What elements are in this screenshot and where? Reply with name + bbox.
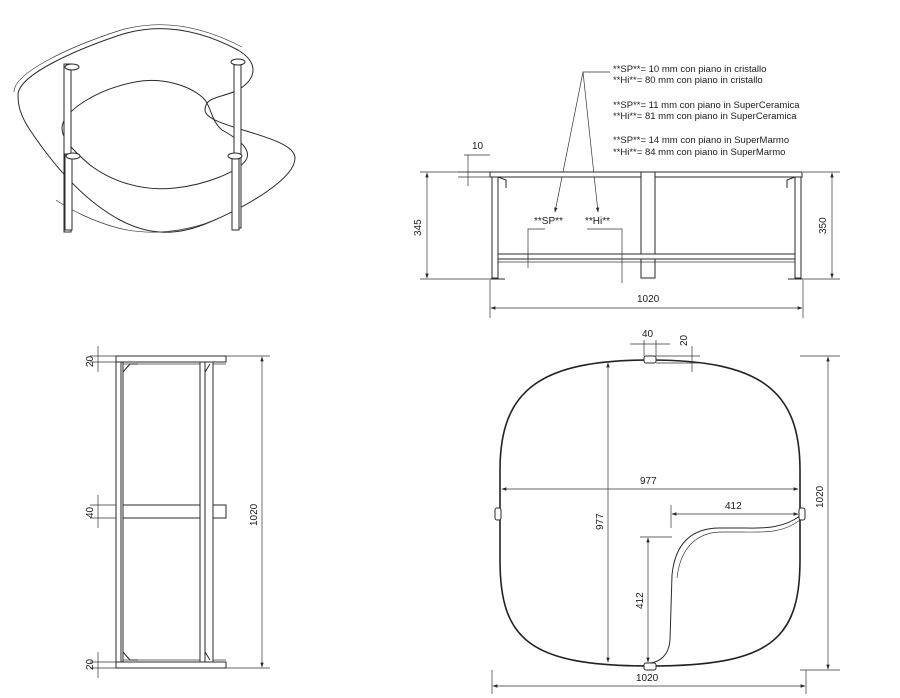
- side-length-dim: 1020: [249, 503, 260, 526]
- iso-top-glass: [17, 28, 296, 233]
- isometric-view: [13, 24, 296, 233]
- sp-label: **SP**: [534, 216, 563, 227]
- iso-legs: [63, 58, 246, 233]
- front-view: **SP** **Hi** 10 345 350 1020: [413, 141, 840, 318]
- front-width-dim: 1020: [637, 294, 660, 305]
- notes-block: **SP**= 10 mm con piano in cristallo **H…: [554, 64, 800, 213]
- height-right-dim: 350: [818, 217, 829, 234]
- note-hi-supermarmo: **Hi**= 84 mm con piano in SuperMarmo: [613, 147, 785, 158]
- note-sp-superceramica: **SP**= 11 mm con piano in SuperCeramica: [613, 100, 800, 111]
- top-thickness-dim: 10: [472, 141, 484, 152]
- note-hi-superceramica: **Hi**= 81 mm con piano in SuperCeramica: [613, 111, 797, 122]
- note-hi-cristallo: **Hi**= 80 mm con piano in cristallo: [613, 75, 763, 86]
- plan-view: 40 20 977 977 412 412 1020 1020: [491, 329, 840, 694]
- plan-shelf-curve: [649, 515, 801, 664]
- plan-outer-height-dim: 1020: [815, 485, 826, 508]
- plan-leg-depth-dim: 20: [679, 334, 690, 346]
- plan-shelf-width-dim: 412: [725, 501, 742, 512]
- note-sp-cristallo: **SP**= 10 mm con piano in cristallo: [613, 64, 766, 75]
- plan-inner-height-dim: 977: [595, 513, 606, 530]
- hi-label: **Hi**: [585, 216, 610, 227]
- side-mid-band-dim: 40: [85, 506, 96, 518]
- side-bottom-band-dim: 20: [85, 658, 96, 670]
- iso-lower-shelf: [61, 79, 248, 190]
- plan-leg-width-dim: 40: [642, 329, 654, 340]
- plan-shelf-height-dim: 412: [635, 592, 646, 609]
- side-view: 20 40 20 1020: [85, 346, 270, 678]
- height-left-dim: 345: [413, 219, 424, 236]
- plan-inner-width-dim: 977: [640, 476, 657, 487]
- plan-outer-width-dim: 1020: [636, 673, 659, 684]
- note-sp-supermarmo: **SP**= 14 mm con piano in SuperMarmo: [613, 135, 789, 146]
- plan-top-outline: [499, 359, 801, 667]
- side-top-band-dim: 20: [85, 355, 96, 367]
